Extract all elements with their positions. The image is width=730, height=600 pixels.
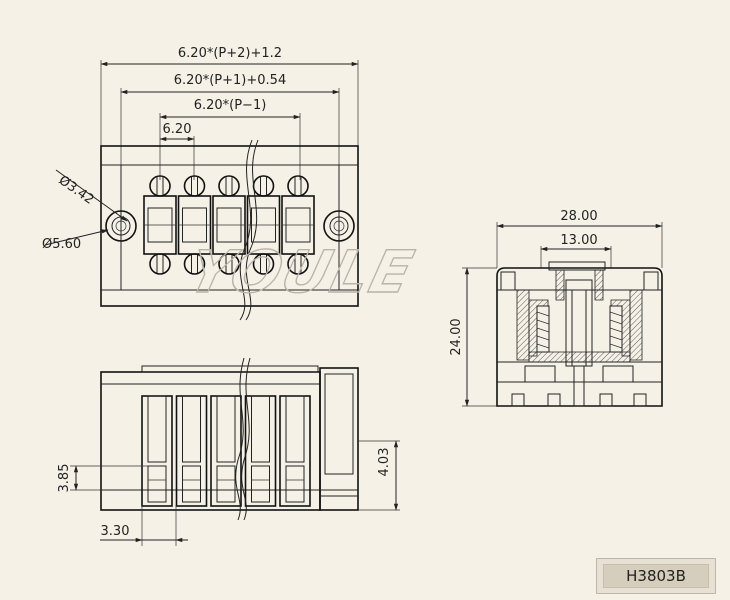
top-break-line <box>239 139 253 321</box>
pin-span-label: 6.20*(P−1) <box>194 98 267 113</box>
front-view: 3.85 4.03 3.30 <box>57 357 400 546</box>
side-section-view: 28.00 13.00 24.00 <box>449 209 663 407</box>
part-code-label: H3803B <box>603 564 709 588</box>
mount-hole-left <box>105 210 137 242</box>
front-slot-width-label: 3.30 <box>101 524 130 539</box>
terminal-block <box>246 195 281 255</box>
side-inner-width-label: 13.00 <box>560 233 597 248</box>
pin-screw <box>287 175 309 197</box>
front-slot <box>175 395 208 507</box>
top-body-outline <box>100 145 359 307</box>
terminal-block <box>177 195 212 255</box>
pin-screw <box>252 175 275 197</box>
pin-screw <box>183 175 206 197</box>
front-bottom-height-label: 4.03 <box>377 448 392 477</box>
part-code-box: H3803B <box>596 558 716 594</box>
plug-width-label: 6.20*(P+1)+0.54 <box>174 73 286 88</box>
front-slot <box>141 395 173 507</box>
front-slot <box>244 395 277 507</box>
front-step-height-label: 3.85 <box>57 464 72 493</box>
front-latch <box>319 367 359 511</box>
front-slot <box>279 395 311 507</box>
side-width-label: 28.00 <box>560 209 597 224</box>
mount-hole-inner-label: Ø3.42 <box>56 173 97 208</box>
terminal-block <box>143 195 177 255</box>
pin-screw <box>218 175 240 197</box>
overall-width-label: 6.20*(P+2)+1.2 <box>178 46 282 61</box>
pitch-label: 6.20 <box>163 122 192 137</box>
mount-hole-right <box>323 210 355 242</box>
terminal-blocks <box>143 195 315 255</box>
side-height-label: 24.00 <box>449 318 464 355</box>
side-outer-shell <box>496 267 663 407</box>
pin-screw <box>149 253 171 275</box>
terminal-block <box>281 195 315 255</box>
watermark: YOULE <box>182 238 422 306</box>
top-view: 6.20*(P+2)+1.2 6.20*(P+1)+0.54 6.20*(P−1… <box>42 46 359 321</box>
mount-hole-outer-label: Ø5.60 <box>42 237 81 252</box>
terminal-block <box>212 195 246 255</box>
